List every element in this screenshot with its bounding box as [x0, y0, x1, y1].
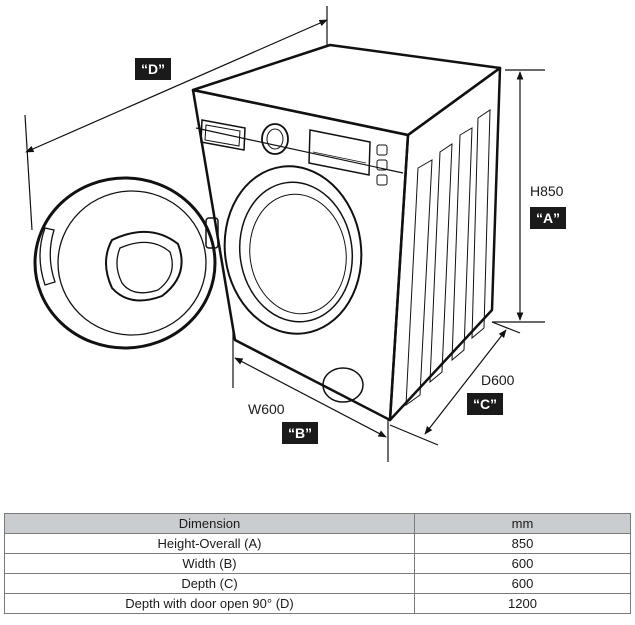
control-buttons: [376, 144, 388, 186]
washing-machine-dimension-diagram: “D” H850 “A” D600 “C” W600 “B”: [24, 6, 566, 462]
dimensions-table: Dimension mm Height-Overall (A) 850 Widt…: [4, 513, 631, 614]
height-label: H850: [530, 183, 564, 199]
dimension-c: D600 “C”: [389, 321, 521, 446]
dimension-cell: Depth with door open 90° (D): [4, 593, 415, 614]
depth-label: D600: [481, 372, 515, 388]
column-header-dimension: Dimension: [4, 513, 415, 534]
washing-machine: [191, 43, 502, 422]
value-cell: 850: [414, 533, 631, 554]
open-door: [33, 176, 217, 350]
value-cell: 600: [414, 553, 631, 574]
table-row: Depth (C) 600: [4, 573, 631, 594]
drum-opening: [223, 165, 363, 335]
dimension-cell: Height-Overall (A): [4, 533, 415, 554]
height-badge: “A”: [536, 210, 560, 226]
table-row: Height-Overall (A) 850: [4, 533, 631, 554]
dimension-cell: Depth (C): [4, 573, 415, 594]
detergent-drawer: [200, 119, 246, 151]
program-dial: [261, 123, 289, 155]
display-panel: [308, 129, 371, 176]
depth-badge: “C”: [473, 396, 497, 412]
door-hinge: [205, 217, 219, 249]
table-row: Width (B) 600: [4, 553, 631, 574]
dimension-cell: Width (B): [4, 553, 415, 574]
table-header-row: Dimension mm: [4, 513, 631, 534]
depth-open-badge: “D”: [141, 61, 165, 77]
dimension-a: H850 “A”: [492, 69, 566, 323]
width-badge: “B”: [288, 425, 312, 441]
dimension-b: W600 “B”: [232, 325, 389, 462]
value-cell: 1200: [414, 593, 631, 614]
value-cell: 600: [414, 573, 631, 594]
width-label: W600: [248, 401, 285, 417]
dimension-d: “D”: [24, 6, 328, 231]
column-header-mm: mm: [414, 513, 631, 534]
table-row: Depth with door open 90° (D) 1200: [4, 593, 631, 614]
